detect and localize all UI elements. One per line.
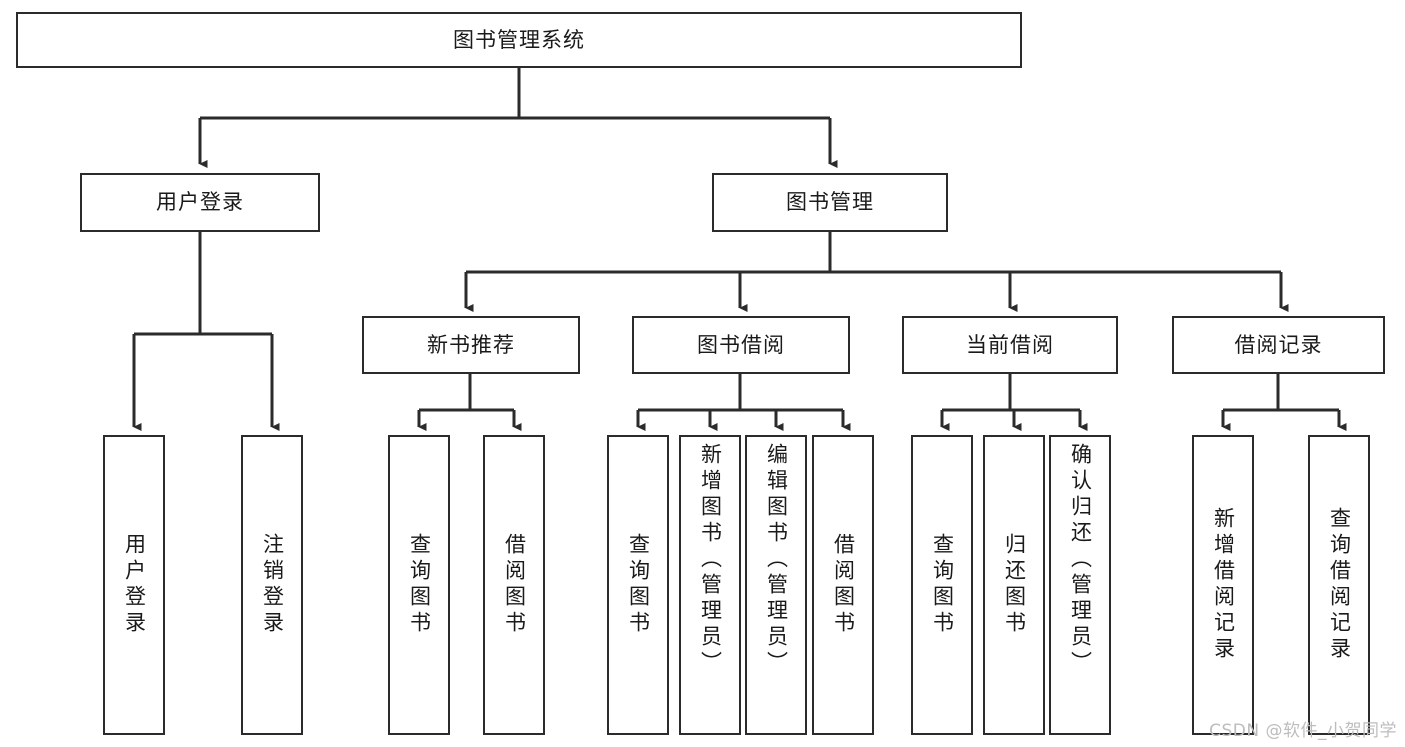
node-leaf-add-book-label: 新增图书（管理员） [698, 443, 723, 677]
node-leaf-query-record-label: 查询借阅记录 [1327, 507, 1352, 663]
node-root[interactable]: 图书管理系统 [16, 12, 1022, 68]
node-leaf-query-book-1-label: 查询图书 [407, 533, 432, 637]
node-book-manage[interactable]: 图书管理 [712, 173, 948, 232]
node-leaf-query-record[interactable]: 查询借阅记录 [1308, 435, 1370, 735]
node-leaf-user-login-label: 用户登录 [122, 533, 147, 637]
node-user-login-label: 用户登录 [156, 190, 244, 215]
node-leaf-return-book-label: 归还图书 [1002, 533, 1027, 637]
node-leaf-confirm-return[interactable]: 确认归还（管理员） [1049, 435, 1111, 735]
node-leaf-borrow-book-2[interactable]: 借阅图书 [812, 435, 874, 735]
node-leaf-user-logout-label: 注销登录 [260, 533, 285, 637]
node-leaf-query-book-2-label: 查询图书 [626, 533, 651, 637]
node-leaf-query-book-3[interactable]: 查询图书 [911, 435, 973, 735]
node-borrow-record-label: 借阅记录 [1234, 332, 1323, 357]
node-leaf-add-record[interactable]: 新增借阅记录 [1192, 435, 1254, 735]
node-leaf-return-book[interactable]: 归还图书 [983, 435, 1045, 735]
node-current-borrow[interactable]: 当前借阅 [902, 316, 1118, 374]
node-root-label: 图书管理系统 [453, 27, 585, 52]
node-leaf-add-book[interactable]: 新增图书（管理员） [679, 435, 741, 735]
node-leaf-confirm-return-label: 确认归还（管理员） [1068, 443, 1093, 677]
node-new-book-rec[interactable]: 新书推荐 [362, 316, 580, 374]
node-leaf-edit-book-label: 编辑图书（管理员） [764, 443, 789, 677]
node-leaf-borrow-book-1-label: 借阅图书 [502, 533, 527, 637]
node-leaf-edit-book[interactable]: 编辑图书（管理员） [745, 435, 807, 735]
node-current-borrow-label: 当前借阅 [966, 332, 1054, 357]
node-leaf-borrow-book-1[interactable]: 借阅图书 [483, 435, 545, 735]
node-leaf-query-book-3-label: 查询图书 [930, 533, 955, 637]
node-leaf-user-logout[interactable]: 注销登录 [241, 435, 303, 735]
csdn-watermark: CSDN @软件_小贺同学 [1209, 721, 1397, 741]
node-leaf-query-book-1[interactable]: 查询图书 [388, 435, 450, 735]
node-book-manage-label: 图书管理 [786, 190, 874, 215]
node-borrow-record[interactable]: 借阅记录 [1172, 316, 1385, 374]
node-book-borrow-label: 图书借阅 [697, 332, 785, 357]
node-leaf-query-book-2[interactable]: 查询图书 [607, 435, 669, 735]
node-leaf-borrow-book-2-label: 借阅图书 [831, 533, 856, 637]
node-leaf-user-login[interactable]: 用户登录 [103, 435, 165, 735]
node-user-login[interactable]: 用户登录 [80, 173, 320, 232]
node-book-borrow[interactable]: 图书借阅 [632, 316, 850, 374]
node-leaf-add-record-label: 新增借阅记录 [1211, 507, 1236, 663]
node-new-book-rec-label: 新书推荐 [427, 332, 515, 357]
